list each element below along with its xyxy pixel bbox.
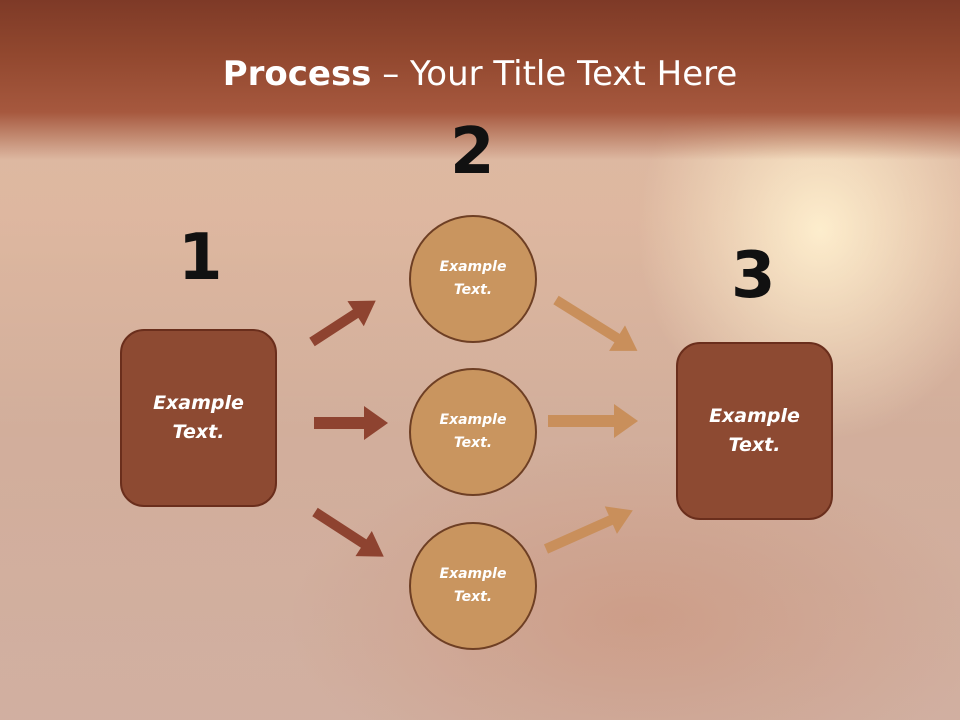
title-band <box>0 0 960 160</box>
step-box-1-line1: Example <box>153 392 244 414</box>
arrow-right-up[interactable] <box>548 287 645 363</box>
step-number-3: 3 <box>731 239 776 313</box>
circle-middle-line1: Example <box>439 412 507 428</box>
arrow-left-group <box>304 288 392 569</box>
arrow-left-up[interactable] <box>304 288 384 355</box>
circle-middle-line2: Text. <box>453 435 493 451</box>
circle-top-line1: Example <box>439 259 507 275</box>
circle-bottom-line1: Example <box>439 566 507 582</box>
step-box-1-line2: Text. <box>172 421 225 443</box>
step-box-3-line1: Example <box>709 405 800 427</box>
arrow-left-down[interactable] <box>307 499 392 569</box>
circle-bottom-line2: Text. <box>453 589 493 605</box>
arrow-left-middle[interactable] <box>314 406 388 440</box>
step-number-2: 2 <box>450 115 495 189</box>
step-box-3-line2: Text. <box>728 434 781 456</box>
slide-title[interactable]: Process – Your Title Text Here <box>0 52 960 96</box>
arrow-right-down[interactable] <box>540 497 639 563</box>
title-rest: – Your Title Text Here <box>371 54 738 94</box>
title-bold: Process <box>222 54 372 94</box>
arrow-right-middle[interactable] <box>548 404 638 438</box>
circle-top-line2: Text. <box>453 282 493 298</box>
arrow-right-group <box>540 287 645 563</box>
step-number-1: 1 <box>178 221 223 295</box>
